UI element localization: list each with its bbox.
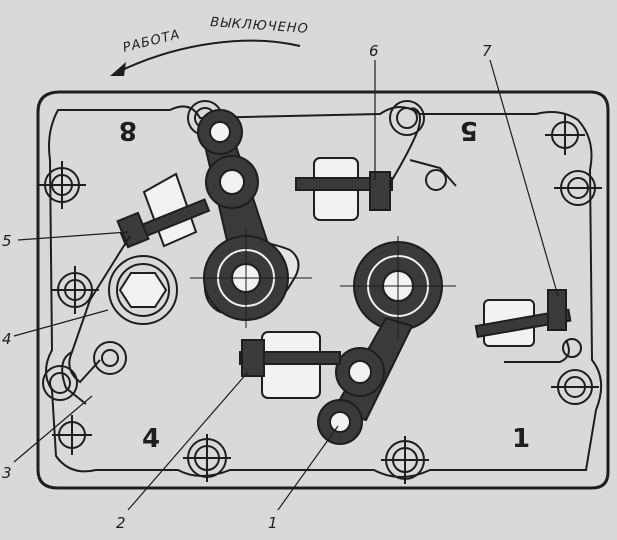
leader-line-1 xyxy=(277,425,339,511)
lever-assembly-left xyxy=(116,172,211,249)
rocker-boss-top-hole xyxy=(209,121,231,143)
leader-line-3 xyxy=(13,395,93,463)
spring-washer-hole xyxy=(101,349,119,367)
spring-washer xyxy=(93,341,127,375)
spring-eye xyxy=(562,338,582,358)
callout-label-1: 1 xyxy=(268,514,278,532)
adjusting-bolt xyxy=(474,308,572,339)
mounting-hole xyxy=(51,266,99,314)
plate-outer-outline xyxy=(36,90,610,490)
callout-label-7: 7 xyxy=(482,42,492,60)
spring-hook xyxy=(409,159,457,187)
hex-nut xyxy=(118,272,168,308)
lock-nut xyxy=(241,339,265,377)
spring-eye xyxy=(425,169,447,191)
adjusting-bolt xyxy=(295,177,393,191)
mounting-hole xyxy=(38,161,86,209)
hex-nut-outer xyxy=(108,255,178,325)
callout-label-3: 3 xyxy=(2,464,12,482)
rocker-pivot-hole xyxy=(219,169,245,195)
mounting-holes xyxy=(38,100,602,484)
cylinder-number-8: 8 xyxy=(119,115,137,145)
rocker-boss-bottom-hole xyxy=(329,411,351,433)
cylinder-numbers: 8 5 4 1 xyxy=(119,115,530,454)
rocker-pivot-hole xyxy=(348,360,372,384)
return-spring xyxy=(391,107,421,181)
callout-label-6: 6 xyxy=(369,42,379,60)
leader-line-4 xyxy=(13,309,109,337)
leader-line-7 xyxy=(489,59,559,297)
cylinder-number-1: 1 xyxy=(512,424,530,454)
leader-line-2 xyxy=(127,371,249,511)
lever-assembly-bottom xyxy=(239,331,341,399)
mounting-hole xyxy=(381,436,429,484)
callouts xyxy=(13,59,559,511)
direction-label-off: ВЫКЛЮЧЕНО xyxy=(210,15,310,37)
cylinder-number-5: 5 xyxy=(460,115,478,145)
left-nut-and-spring xyxy=(61,235,178,405)
mounting-hole xyxy=(554,170,602,206)
rocker-arm-left xyxy=(190,109,312,328)
mounting-hole xyxy=(551,369,599,405)
hex-nut-ring xyxy=(116,263,170,317)
spring-wire xyxy=(61,351,87,405)
mounting-hole xyxy=(42,365,78,401)
rocker-arm-right xyxy=(317,236,456,445)
direction-arrow-head xyxy=(110,62,126,76)
leader-line-5 xyxy=(17,231,129,241)
callout-label-5: 5 xyxy=(2,232,12,250)
mounting-hole xyxy=(545,115,585,155)
lock-nut xyxy=(369,171,391,211)
callout-label-2: 2 xyxy=(116,514,126,532)
callout-label-4: 4 xyxy=(2,330,12,348)
lock-nut xyxy=(116,211,150,249)
spring-bracket xyxy=(504,339,570,363)
direction-arrow xyxy=(117,39,301,73)
lock-nut xyxy=(547,289,567,331)
mounting-hole xyxy=(183,434,231,482)
lever-assembly-right xyxy=(474,289,582,363)
lever-assembly-top-right xyxy=(295,107,457,221)
callout-labels: 1 2 3 4 5 6 7 xyxy=(2,42,492,532)
mounting-hole xyxy=(389,100,425,136)
mounting-hole xyxy=(52,415,92,455)
cylinder-number-4: 4 xyxy=(142,424,160,454)
